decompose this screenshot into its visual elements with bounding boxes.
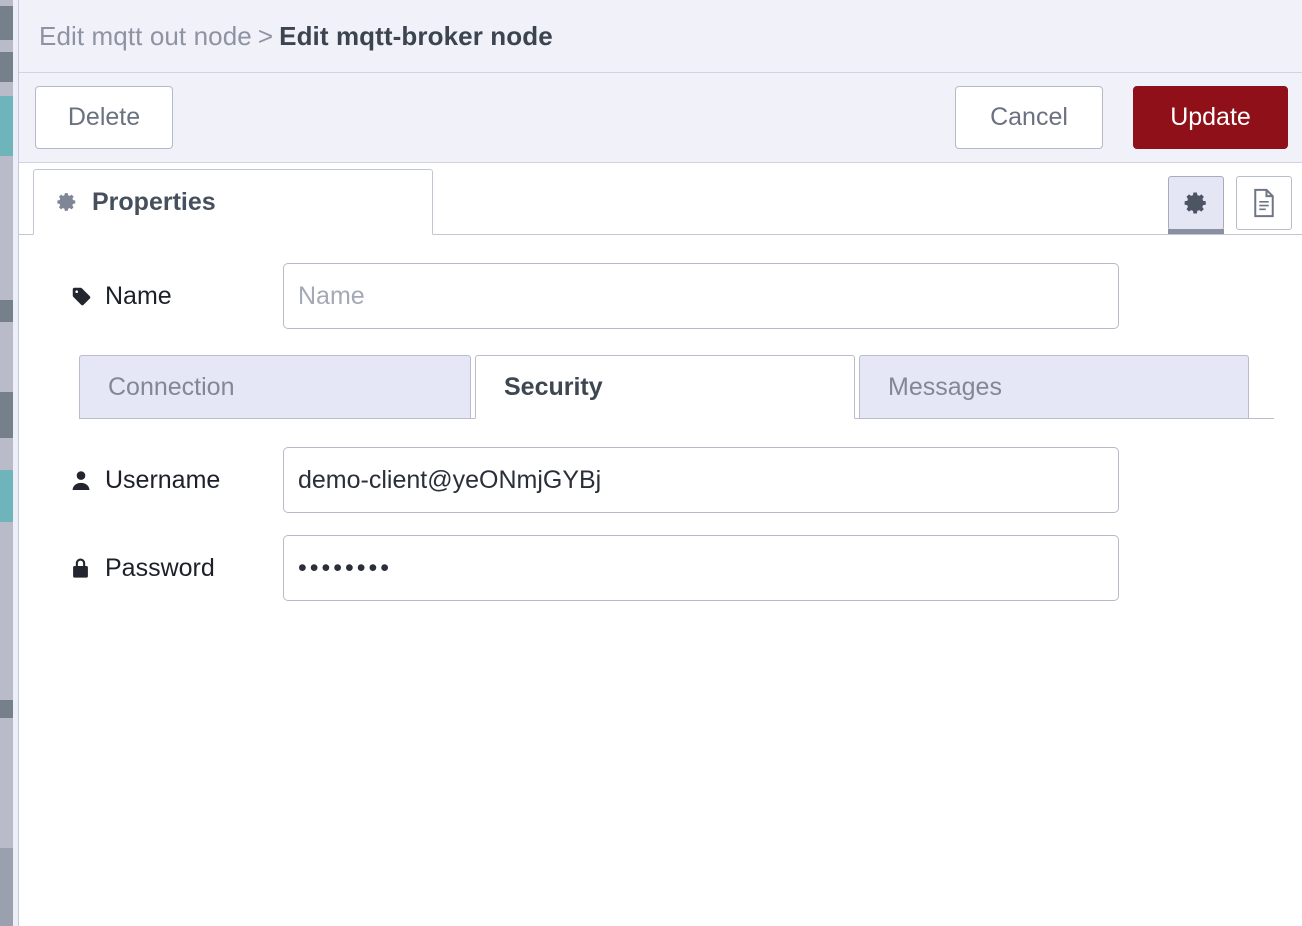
document-icon (1251, 188, 1277, 218)
breadcrumb-separator: > (257, 20, 274, 51)
name-label-text: Name (105, 281, 172, 310)
palette-node-fragment (0, 392, 13, 438)
password-row: Password •••••••• (19, 535, 1302, 601)
delete-button[interactable]: Delete (35, 86, 173, 149)
breadcrumb-current: Edit mqtt-broker node (279, 20, 553, 51)
username-label-text: Username (105, 465, 221, 494)
dialog-header: Edit mqtt out node>Edit mqtt-broker node (19, 0, 1302, 73)
gear-icon (56, 191, 78, 213)
description-tab-button[interactable] (1236, 176, 1292, 230)
sub-tab-strip: Connection Security Messages (79, 351, 1274, 419)
sub-tab-security[interactable]: Security (475, 355, 855, 419)
palette-node-fragment (0, 470, 13, 522)
palette-scrollbar-thumb[interactable] (0, 848, 13, 926)
edit-node-dialog: Edit mqtt out node>Edit mqtt-broker node… (18, 0, 1302, 926)
sub-tab-messages[interactable]: Messages (859, 355, 1249, 419)
name-input[interactable] (283, 263, 1119, 329)
name-row: Name (19, 263, 1302, 329)
dialog-toolbar: Delete Cancel Update (19, 73, 1302, 163)
toolbar-actions: Cancel Update (955, 86, 1288, 149)
lock-icon (71, 556, 93, 580)
username-row: Username (19, 447, 1302, 513)
form-body: Name Connection Security Messages Userna… (19, 235, 1302, 926)
user-icon (71, 468, 93, 492)
palette-node-fragment (0, 700, 13, 718)
update-button[interactable]: Update (1133, 86, 1288, 149)
tab-properties[interactable]: Properties (33, 169, 433, 235)
gear-icon (1183, 190, 1209, 216)
username-input[interactable] (283, 447, 1119, 513)
tab-strip: Properties (19, 163, 1302, 235)
palette-node-fragment (0, 52, 13, 82)
palette-node-fragment (0, 96, 13, 156)
name-label: Name (71, 282, 283, 311)
tab-properties-label: Properties (92, 187, 216, 216)
breadcrumb: Edit mqtt out node>Edit mqtt-broker node (39, 21, 553, 52)
editor-background-sliver (0, 0, 22, 926)
password-label-text: Password (105, 553, 215, 582)
settings-tab-button[interactable] (1168, 176, 1224, 234)
password-masked-value: •••••••• (298, 553, 393, 582)
palette-node-fragment (0, 300, 13, 322)
tab-strip-actions (1168, 176, 1292, 234)
username-label: Username (71, 466, 283, 495)
palette-node-fragment (0, 6, 13, 40)
palette-strip (0, 0, 13, 926)
tag-icon (71, 284, 93, 308)
cancel-button[interactable]: Cancel (955, 86, 1103, 149)
password-input[interactable]: •••••••• (283, 535, 1119, 601)
password-label: Password (71, 554, 283, 583)
breadcrumb-parent[interactable]: Edit mqtt out node (39, 20, 252, 51)
sub-tab-connection[interactable]: Connection (79, 355, 471, 419)
